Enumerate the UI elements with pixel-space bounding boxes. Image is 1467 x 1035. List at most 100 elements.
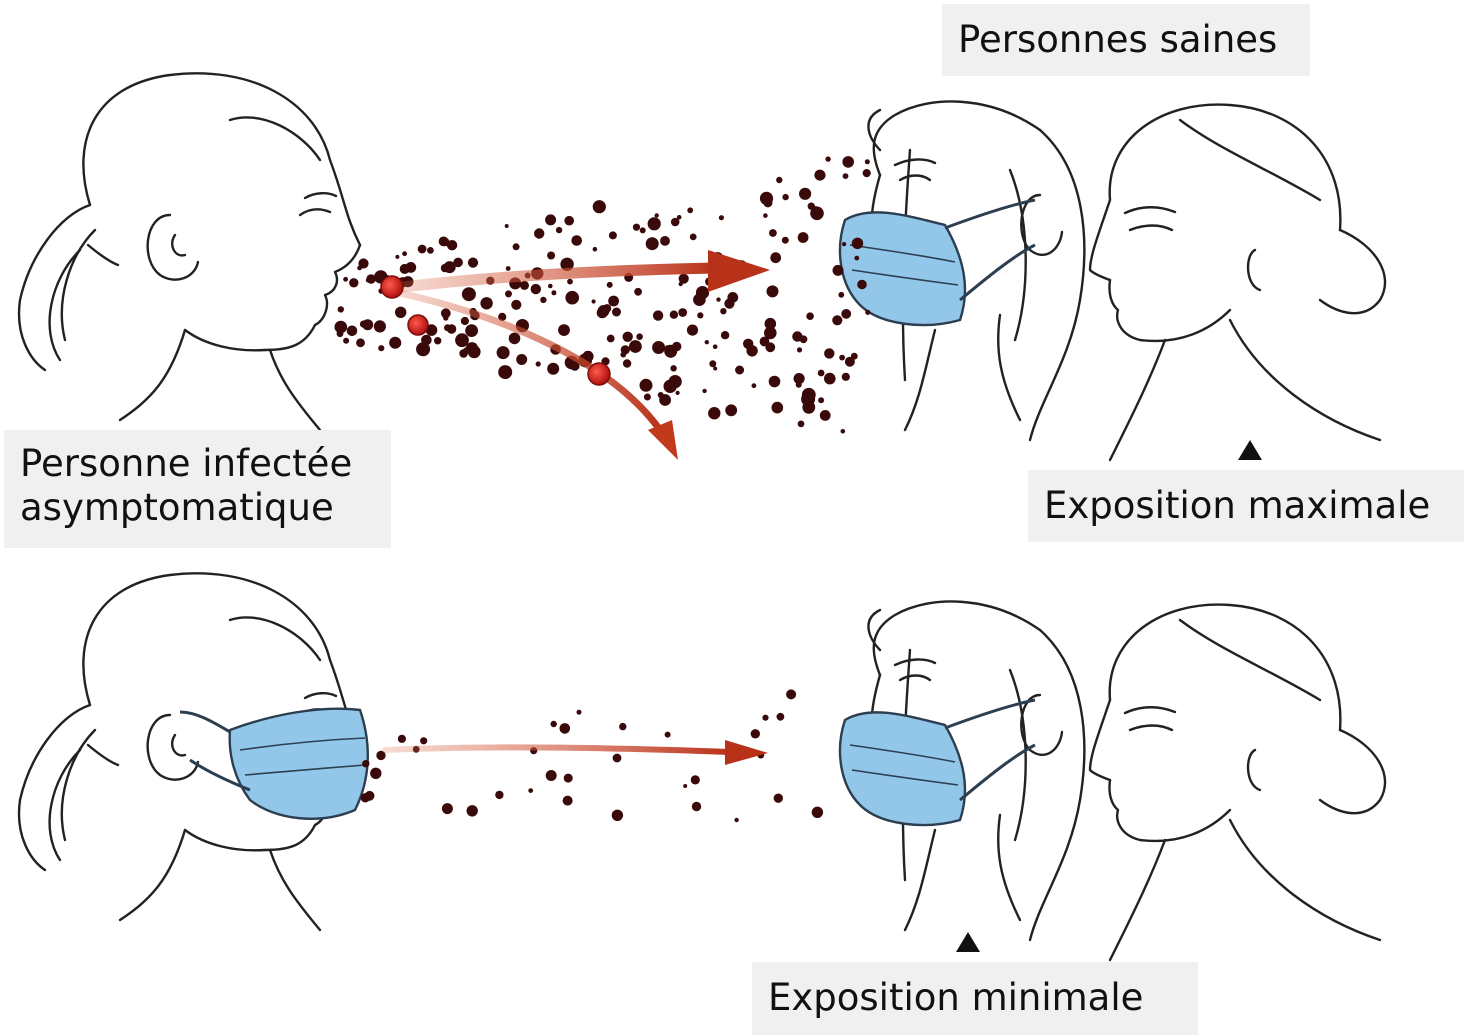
- droplet: [565, 291, 579, 305]
- droplet: [691, 775, 700, 784]
- droplet: [548, 284, 553, 289]
- droplet: [640, 379, 653, 392]
- droplet: [609, 231, 617, 239]
- droplet: [441, 264, 449, 272]
- droplet: [659, 394, 671, 406]
- droplet: [556, 227, 562, 233]
- droplet: [564, 774, 573, 783]
- infected-person-text-line2: asymptomatique: [20, 486, 375, 530]
- droplet: [653, 310, 663, 320]
- droplet: [725, 404, 737, 416]
- droplet: [347, 326, 358, 337]
- droplet: [824, 373, 836, 385]
- droplet: [370, 768, 381, 779]
- droplet: [841, 429, 846, 434]
- max-exposure-label: Exposition maximale: [1028, 470, 1464, 542]
- droplet: [547, 363, 559, 375]
- droplet: [713, 367, 717, 371]
- droplet: [603, 304, 611, 312]
- droplet: [623, 359, 631, 367]
- droplet: [705, 340, 709, 344]
- droplet: [480, 297, 492, 309]
- droplet: [361, 793, 370, 802]
- droplet: [447, 240, 457, 250]
- droplet: [743, 339, 753, 349]
- droplet: [708, 407, 720, 419]
- droplet: [516, 354, 527, 365]
- droplet: [497, 346, 510, 359]
- healthy-people-text: Personnes saines: [958, 18, 1294, 62]
- droplet: [838, 292, 844, 298]
- large-droplet: [408, 315, 428, 335]
- droplet: [772, 402, 784, 414]
- arrowhead-icon: [708, 250, 770, 292]
- droplet: [629, 340, 642, 353]
- infected-person-label: Personne infectée asymptomatique: [4, 430, 391, 548]
- droplet: [551, 721, 557, 727]
- droplet: [814, 170, 825, 181]
- droplet: [558, 324, 570, 336]
- droplet: [461, 317, 469, 325]
- min-exposure-text: Exposition minimale: [768, 976, 1182, 1020]
- face-mask-icon: [840, 700, 1035, 825]
- droplet: [797, 347, 802, 352]
- droplet: [646, 237, 659, 250]
- droplet: [420, 737, 427, 744]
- droplet: [567, 279, 573, 285]
- droplet: [687, 325, 698, 336]
- droplet: [818, 397, 824, 403]
- droplet: [719, 215, 724, 220]
- healthy-people-label: Personnes saines: [942, 4, 1310, 76]
- droplet: [683, 784, 687, 788]
- droplet: [692, 802, 701, 811]
- droplet: [593, 200, 606, 213]
- healthy-woman-unmasked: [1090, 605, 1385, 960]
- droplet: [462, 287, 476, 301]
- droplet: [511, 300, 521, 310]
- droplet: [765, 342, 775, 352]
- droplet: [498, 365, 512, 379]
- droplet: [389, 337, 401, 349]
- droplet: [495, 791, 503, 799]
- droplet: [802, 388, 816, 402]
- bottom-scenario: [19, 573, 1385, 960]
- droplet: [724, 299, 734, 309]
- droplet: [402, 251, 407, 256]
- droplet: [769, 229, 777, 237]
- droplet: [770, 252, 781, 263]
- droplet: [812, 807, 823, 818]
- droplet: [547, 252, 555, 260]
- droplet: [842, 242, 846, 246]
- arrowhead-icon: [648, 420, 678, 460]
- droplet: [338, 306, 344, 312]
- droplet: [833, 265, 844, 276]
- droplet: [619, 723, 626, 730]
- droplet: [798, 232, 809, 243]
- droplet: [513, 243, 520, 250]
- droplet: [540, 297, 546, 303]
- droplet: [677, 215, 682, 220]
- droplet: [623, 332, 633, 342]
- droplet: [360, 321, 367, 328]
- droplet: [468, 345, 481, 358]
- infected-child-unmasked: [19, 73, 360, 430]
- droplet: [832, 315, 842, 325]
- droplet: [648, 217, 661, 230]
- droplet: [416, 342, 430, 356]
- arrowhead-icon: [725, 740, 768, 765]
- droplet: [751, 729, 760, 738]
- droplet: [441, 308, 451, 318]
- droplet: [545, 214, 556, 225]
- droplet: [563, 796, 573, 806]
- droplet: [735, 366, 744, 375]
- droplet: [697, 312, 703, 318]
- droplet: [571, 235, 582, 246]
- droplet: [551, 290, 556, 295]
- droplet: [720, 308, 726, 314]
- droplet: [633, 224, 640, 231]
- droplet: [752, 383, 757, 388]
- droplet: [716, 297, 720, 301]
- healthy-woman-unmasked: [1090, 105, 1385, 460]
- exposure-marker-icon: [956, 932, 980, 952]
- droplet: [782, 237, 789, 244]
